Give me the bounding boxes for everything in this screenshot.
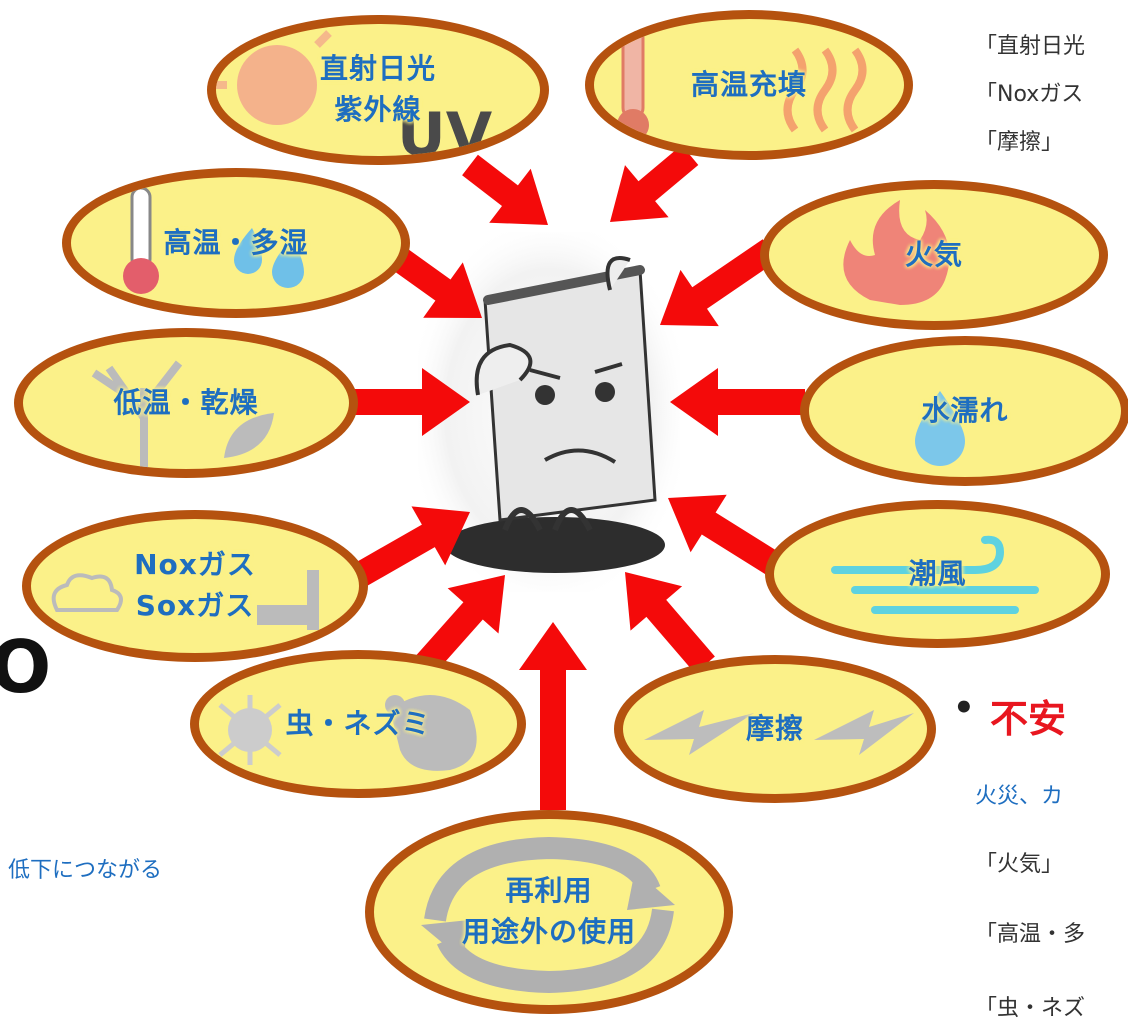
recycle-arrows-icon bbox=[421, 836, 675, 994]
node-insects-rodents: 虫・ネズミ bbox=[190, 650, 526, 798]
node-label: Noxガス bbox=[134, 548, 256, 582]
node-label: 虫・ネズミ bbox=[285, 706, 431, 740]
arrow-from-pest bbox=[415, 575, 505, 674]
arrow-from-heat bbox=[610, 145, 699, 222]
node-label: 再利用 bbox=[505, 874, 593, 908]
right-text-line: 「虫・ネズ bbox=[975, 996, 1086, 1021]
arrow-from-gas bbox=[353, 506, 470, 587]
partial-letter: O bbox=[0, 625, 52, 709]
flame-icon bbox=[843, 200, 950, 305]
node-hot-filling: 高温充填 bbox=[585, 10, 913, 160]
node-low-temp-dry: 低温・乾燥 bbox=[14, 328, 358, 478]
node-sea-breeze: 潮風 bbox=[765, 500, 1110, 648]
svg-text:UV: UV bbox=[397, 100, 493, 165]
arrow-from-fire bbox=[660, 239, 778, 327]
node-label: 水濡れ bbox=[921, 393, 1009, 427]
sun-uv-icon: UV bbox=[216, 25, 493, 165]
section-heading: 不安 bbox=[990, 697, 1067, 741]
node-label: 火気 bbox=[904, 237, 963, 271]
node-water-wet: 水濡れ bbox=[800, 336, 1128, 486]
node-label: Soxガス bbox=[135, 589, 255, 622]
node-label: 低温・乾燥 bbox=[113, 385, 259, 419]
node-label: 直射日光 bbox=[319, 52, 436, 86]
thermometer-drop-icon bbox=[123, 186, 304, 294]
arrow-from-friction bbox=[625, 572, 715, 674]
node-high-temp-humidity: 高温・多湿 bbox=[62, 168, 410, 318]
node-label: 用途外の使用 bbox=[461, 915, 636, 948]
arrow-from-reuse bbox=[519, 622, 587, 810]
node-label: 潮風 bbox=[908, 556, 967, 590]
node-label: 摩擦 bbox=[745, 711, 804, 745]
center-bag-character bbox=[418, 232, 680, 592]
smoke-forklift-icon bbox=[51, 570, 319, 630]
node-reuse-misuse: 再利用 用途外の使用 bbox=[365, 810, 733, 1014]
node-label: 高温・多湿 bbox=[163, 225, 309, 259]
arrow-from-uv bbox=[462, 154, 548, 225]
node-label: 高温充填 bbox=[690, 67, 807, 101]
right-text-line: 「Noxガス bbox=[975, 82, 1084, 107]
node-label: 紫外線 bbox=[334, 93, 422, 126]
right-text-line: 「直射日光 bbox=[975, 34, 1086, 59]
arrow-from-cold bbox=[350, 368, 470, 436]
bare-tree-leaf-icon bbox=[91, 360, 274, 469]
lightning-icon bbox=[644, 710, 914, 755]
arrow-from-sea bbox=[668, 494, 782, 576]
right-text-line: 「摩擦」 bbox=[975, 130, 1064, 155]
bullet-dot: • bbox=[953, 688, 975, 728]
bug-mouse-icon bbox=[218, 695, 477, 771]
arrow-from-water bbox=[670, 368, 805, 436]
section-subtext: 火災、カ bbox=[975, 784, 1064, 809]
water-drop-icon bbox=[915, 391, 965, 466]
thermometer-heat-icon bbox=[617, 26, 867, 141]
wind-icon bbox=[831, 535, 1039, 614]
node-nox-sox-gas: Noxガス Soxガス bbox=[22, 510, 368, 662]
node-fire: 火気 bbox=[760, 180, 1108, 330]
node-friction: 摩擦 bbox=[614, 655, 936, 803]
node-direct-sunlight-uv: UV 直射日光 紫外線 bbox=[207, 15, 549, 165]
right-text-line: 「火気」 bbox=[975, 852, 1064, 877]
right-text-line: 「高温・多 bbox=[975, 922, 1086, 947]
arrows bbox=[350, 145, 805, 810]
left-text-line: 低下につながる bbox=[8, 858, 163, 883]
